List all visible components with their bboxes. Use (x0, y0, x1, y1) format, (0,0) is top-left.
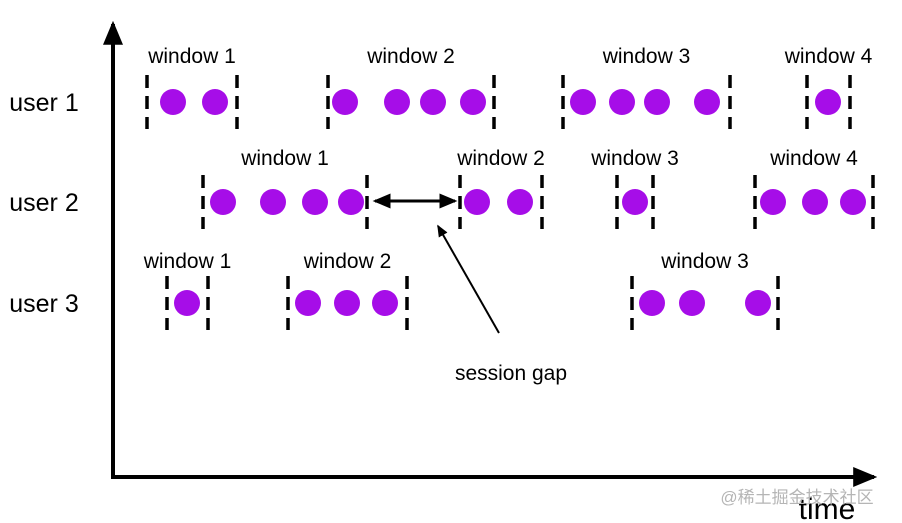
event-dot (420, 89, 446, 115)
session-window: window 2 (286, 250, 409, 330)
session-window: window 2 (326, 45, 496, 129)
event-dot (694, 89, 720, 115)
event-dot (338, 189, 364, 215)
event-dot (384, 89, 410, 115)
event-dot (802, 189, 828, 215)
user-row-label: user 1 (9, 89, 78, 117)
session-window: window 2 (456, 147, 545, 229)
event-dot (745, 290, 771, 316)
window-label: window 4 (784, 45, 873, 68)
window-label: window 4 (769, 147, 858, 170)
user-row: user 3 window 1 window 2 window 3 (9, 250, 780, 330)
time-axis-label: time (799, 493, 856, 523)
event-dot (464, 189, 490, 215)
watermark-text: @稀土掘金技术社区 (720, 488, 873, 507)
session-window: window 1 (201, 147, 369, 229)
window-label: window 1 (143, 250, 232, 273)
annotation-pointer-arrow (437, 224, 500, 334)
event-dot (760, 189, 786, 215)
session-window: window 3 (630, 250, 780, 330)
session-window: window 4 (784, 45, 873, 129)
session-window: window 4 (753, 147, 875, 229)
event-dot (639, 290, 665, 316)
event-dot (160, 89, 186, 115)
session-gap-label: session gap (455, 362, 567, 385)
window-label: window 1 (147, 45, 236, 68)
event-dot (174, 290, 200, 316)
window-label: window 3 (590, 147, 679, 170)
event-dot (644, 89, 670, 115)
session-window: window 1 (143, 250, 232, 330)
event-dot (334, 290, 360, 316)
window-label: window 2 (366, 45, 455, 68)
event-dot (295, 290, 321, 316)
user-row-label: user 2 (9, 189, 78, 217)
event-dot (460, 89, 486, 115)
event-dot (622, 189, 648, 215)
window-label: window 2 (456, 147, 545, 170)
user-row: user 1 window 1 window 2 window 3 window 4 (9, 45, 873, 129)
event-dot (570, 89, 596, 115)
event-dot (679, 290, 705, 316)
event-dot (609, 89, 635, 115)
session-window: window 3 (561, 45, 732, 129)
event-dot (372, 290, 398, 316)
user-row-label: user 3 (9, 290, 78, 318)
event-dot (815, 89, 841, 115)
event-dot (202, 89, 228, 115)
window-label: window 3 (660, 250, 749, 273)
event-dot (840, 189, 866, 215)
window-label: window 1 (240, 147, 329, 170)
window-label: window 3 (602, 45, 691, 68)
session-window: window 1 (145, 45, 239, 129)
window-label: window 2 (303, 250, 392, 273)
event-dot (332, 89, 358, 115)
user-row: user 2 window 1 window 2 window 3 window 4 (9, 147, 875, 229)
event-dot (507, 189, 533, 215)
event-dot (260, 189, 286, 215)
session-window: window 3 (590, 147, 679, 229)
event-dot (302, 189, 328, 215)
event-dot (210, 189, 236, 215)
